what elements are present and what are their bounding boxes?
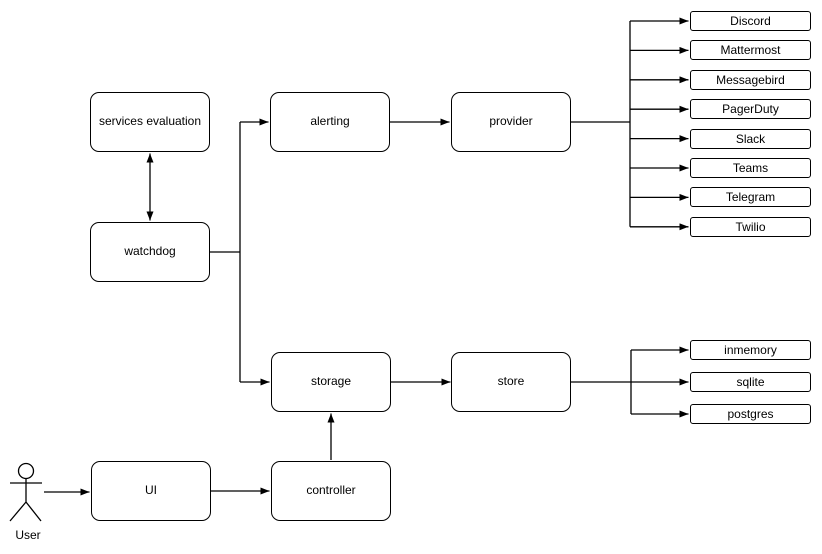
node-provider-label: provider [489,114,533,129]
node-storage: storage [271,352,391,412]
node-watchdog-label: watchdog [124,244,176,259]
provider-target-item: Mattermost [690,40,811,61]
node-services-evaluation: services evaluation [90,92,210,152]
node-services-evaluation-label: services evaluation [98,114,202,129]
provider-target-item: Messagebird [690,69,811,90]
node-store: store [451,352,571,412]
node-provider: provider [451,92,571,152]
node-alerting-label: alerting [310,114,350,129]
store-target-list: inmemory sqlite postgres [690,340,811,424]
node-store-label: store [497,374,525,389]
provider-target-item: Twilio [690,216,811,237]
store-target-item: postgres [690,404,811,424]
node-ui: UI [91,461,211,521]
user-actor-icon [9,462,42,522]
provider-target-item: Teams [690,157,811,178]
node-controller-label: controller [306,483,356,498]
provider-target-item: PagerDuty [690,99,811,120]
edge-provider-trunk [571,21,631,227]
edge-watchdog-trunk [210,122,241,382]
edge-store-trunk [571,350,632,414]
provider-target-item: Slack [690,128,811,149]
store-target-item: inmemory [690,340,811,360]
provider-target-item: Telegram [690,187,811,208]
node-watchdog: watchdog [90,222,210,282]
node-ui-label: UI [145,483,157,498]
node-storage-label: storage [310,374,352,389]
connectors [9,17,689,522]
node-alerting: alerting [270,92,390,152]
user-actor-label: User [15,528,41,542]
node-controller: controller [271,461,391,521]
store-target-item: sqlite [690,372,811,392]
provider-target-item: Discord [690,11,811,31]
